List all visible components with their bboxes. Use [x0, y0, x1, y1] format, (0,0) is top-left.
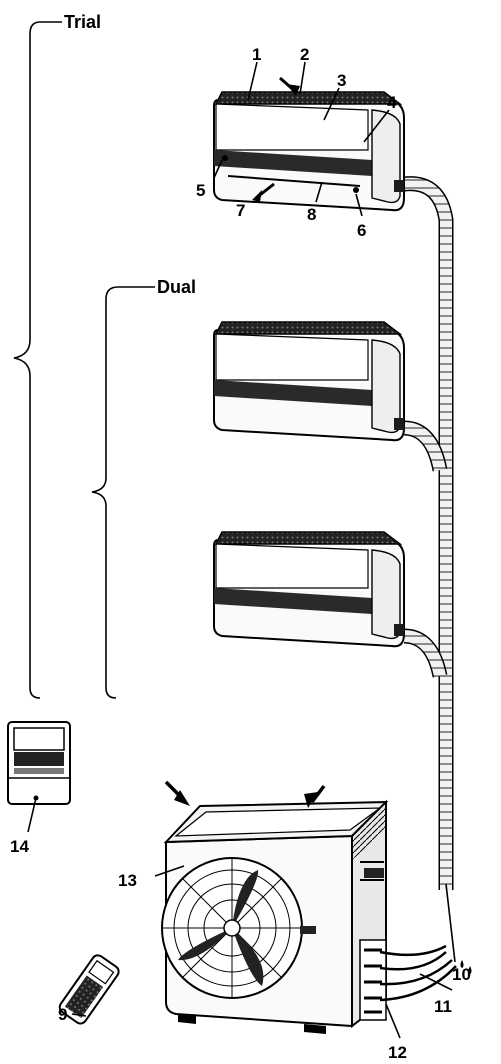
- inlet-arrow-indoor: [279, 76, 300, 96]
- callout-3: 3: [337, 71, 346, 90]
- trial-brace: [13, 21, 62, 699]
- callout-13: 13: [118, 871, 137, 890]
- callout-9: 9: [58, 1005, 67, 1024]
- callout-8: 8: [307, 205, 316, 224]
- trial-group-label: Trial: [64, 12, 101, 32]
- callout-2: 2: [300, 45, 309, 64]
- callout-7: 7: [236, 201, 245, 220]
- refrigerant-piping: [403, 176, 454, 890]
- outdoor-inlet-arrow-right: [304, 784, 326, 808]
- callout-11: 11: [434, 997, 452, 1016]
- indoor-unit-1: [213, 91, 405, 212]
- callout-12: 12: [388, 1043, 407, 1062]
- callout-6: 6: [357, 221, 366, 240]
- leader-lines: [27, 61, 456, 1039]
- drain-drops: [460, 960, 472, 974]
- outdoor-inlet-arrow-left: [164, 780, 190, 806]
- dual-brace: [91, 286, 155, 699]
- indoor-unit-2: [213, 321, 405, 442]
- remote-control: [58, 954, 120, 1025]
- dual-group-label: Dual: [157, 277, 196, 297]
- outlet-arrow-indoor: [252, 182, 275, 202]
- callout-10: 10: [452, 965, 471, 984]
- callout-5: 5: [196, 181, 205, 200]
- callout-4: 4: [387, 93, 397, 112]
- wired-controller: [7, 721, 71, 805]
- callout-1: 1: [252, 45, 261, 64]
- callout-14: 14: [10, 837, 29, 856]
- outdoor-unit: [161, 799, 457, 1034]
- indoor-unit-3: [213, 531, 405, 648]
